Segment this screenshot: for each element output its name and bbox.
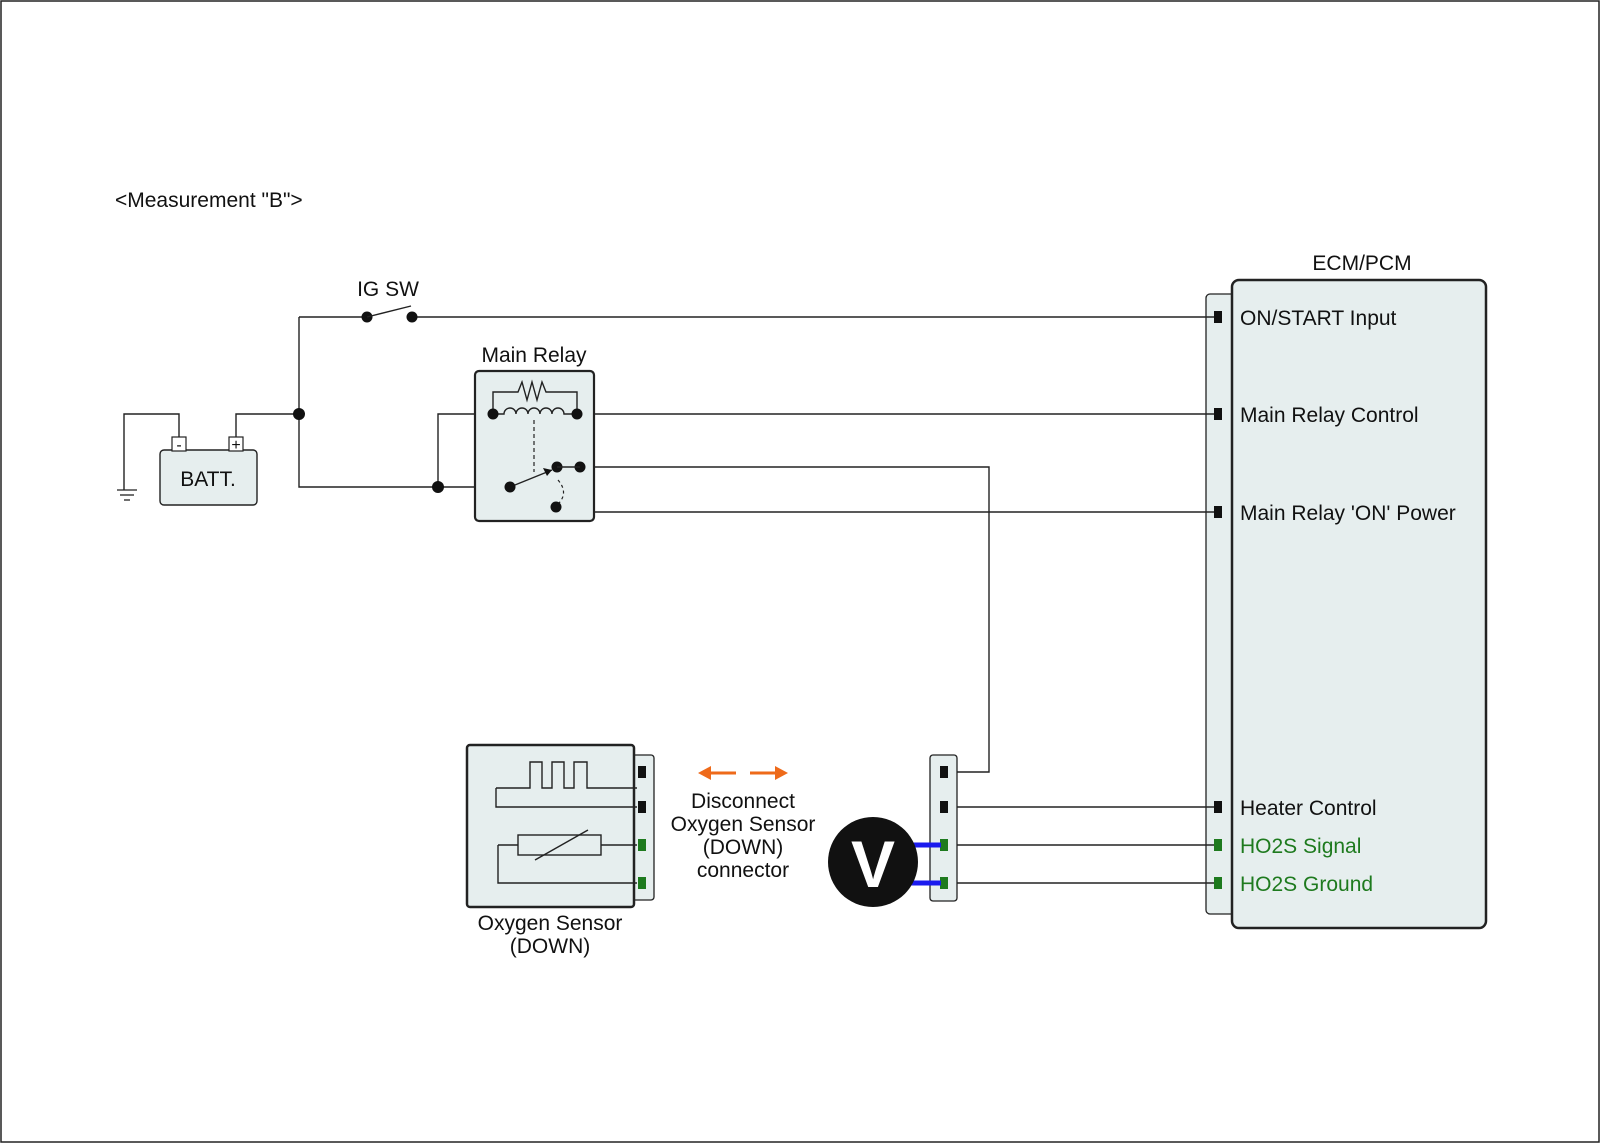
pin-label-heater-control: Heater Control — [1240, 797, 1377, 820]
sensor-label-line1: Oxygen Sensor — [478, 912, 623, 935]
ig-sw-label: IG SW — [357, 278, 419, 301]
harness-connector-body — [929, 754, 958, 902]
ecm-pin-relay-control — [1214, 408, 1222, 420]
disconnect-arrows — [698, 766, 788, 780]
ground-symbol — [117, 489, 137, 501]
ecm-box — [1230, 278, 1488, 930]
ecm-pcm: ECM/PCM ON/START Input Main Relay Contro… — [1205, 252, 1488, 930]
disconnect-note-line3: (DOWN) — [703, 836, 783, 859]
sensor-label-line2: (DOWN) — [510, 935, 590, 958]
pin-label-on-start: ON/START Input — [1240, 307, 1397, 330]
pin-label-ho2s-signal: HO2S Signal — [1240, 835, 1361, 858]
battery-label: BATT. — [180, 468, 236, 491]
ecm-pin-on-start — [1214, 311, 1222, 323]
junction-dot — [432, 481, 444, 493]
disconnect-note-line1: Disconnect — [691, 790, 795, 813]
pin-label-relay-control: Main Relay Control — [1240, 404, 1419, 427]
ecm-pin-relay-on-power — [1214, 506, 1222, 518]
battery-plus-sign: + — [231, 437, 240, 454]
sensor-box — [465, 743, 636, 909]
main-relay: Main Relay — [473, 344, 596, 523]
disconnect-note-line4: connector — [697, 859, 789, 882]
ecm-label: ECM/PCM — [1312, 252, 1411, 275]
disconnect-note: Disconnect Oxygen Sensor (DOWN) connecto… — [671, 790, 816, 882]
disconnect-note-line2: Oxygen Sensor — [671, 813, 816, 836]
pin-label-relay-on-power: Main Relay 'ON' Power — [1240, 502, 1456, 525]
ecm-pin-ho2s-ground — [1214, 877, 1222, 889]
battery: - + BATT. — [159, 436, 258, 506]
oxygen-sensor: Oxygen Sensor (DOWN) — [465, 743, 655, 958]
diagram-title: <Measurement "B"> — [115, 189, 303, 212]
main-relay-box — [473, 369, 596, 523]
battery-body — [159, 449, 258, 506]
battery-minus-sign: - — [176, 437, 181, 454]
harness-connector — [929, 754, 958, 902]
voltmeter: V — [828, 817, 941, 907]
voltmeter-label: V — [851, 827, 895, 901]
ig-switch: IG SW — [357, 278, 419, 323]
voltmeter-body — [828, 817, 918, 907]
main-relay-label: Main Relay — [481, 344, 587, 367]
ecm-pin-ho2s-signal — [1214, 839, 1222, 851]
pin-label-ho2s-ground: HO2S Ground — [1240, 873, 1373, 896]
ecm-pin-heater-control — [1214, 801, 1222, 813]
junction-dot — [293, 408, 305, 420]
